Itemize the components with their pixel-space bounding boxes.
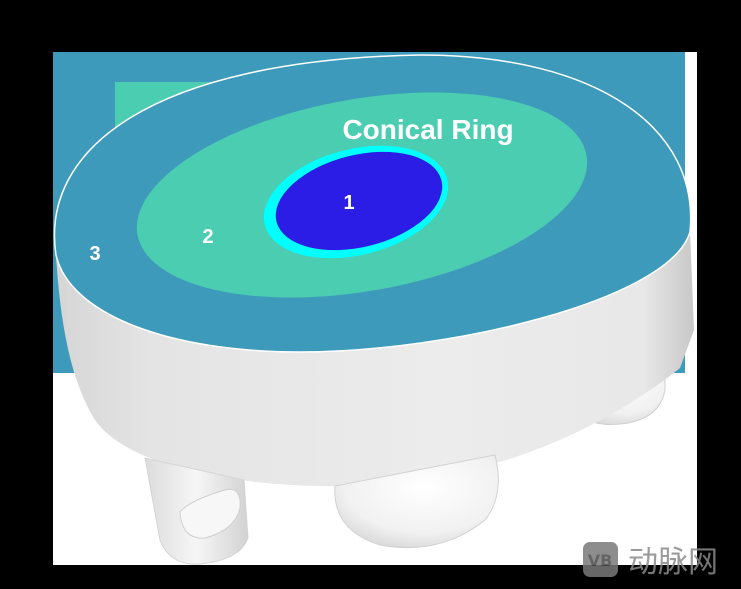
zone-2-label: 2 [202,226,213,248]
watermark-logo-icon [583,542,618,577]
zone-3-label: 3 [89,243,100,265]
zone-2-corner-patch [115,82,250,148]
cylinder-body [56,230,694,487]
watermark-text: 动脉网 [628,545,718,580]
zone-1-surface [275,151,443,251]
leg-center [334,454,499,549]
zone-1-label: 1 [343,192,354,214]
leg-left [144,457,249,565]
conical-ring-label: Conical Ring [342,114,513,145]
watermark-logo-text: VB [588,551,613,570]
watermark: VB 动脉网 [583,542,718,580]
